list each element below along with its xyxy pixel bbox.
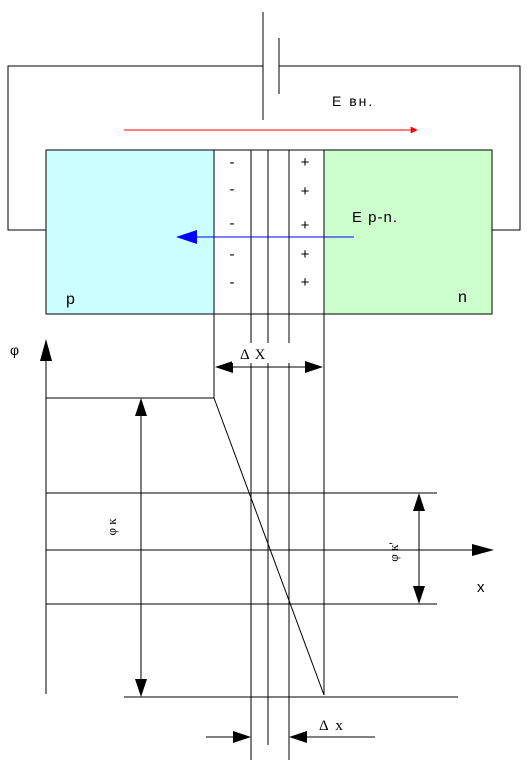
- delta-X-label: Δ X: [240, 347, 266, 363]
- positive-charges: + + + + +: [301, 154, 310, 291]
- negative-charges: - - - - -: [230, 154, 235, 291]
- positive-charge: +: [301, 274, 310, 291]
- circuit-wire-right: [279, 65, 521, 231]
- phi-k-prime-label: φ к': [386, 542, 401, 561]
- negative-charge: -: [230, 274, 235, 291]
- phi-k-arrowhead-top: [135, 398, 147, 416]
- negative-charge: -: [230, 215, 235, 232]
- delta-X-arrowhead-left: [215, 361, 233, 373]
- negative-charge: -: [230, 181, 235, 198]
- phi-k-arrowhead-bottom: [135, 679, 147, 697]
- p-region: [45, 149, 215, 315]
- circuit-wire-left: [7, 65, 263, 231]
- negative-charge: -: [230, 246, 235, 263]
- delta-x-label: Δ x: [319, 718, 343, 734]
- phi-k-prime-arrowhead-top: [413, 493, 425, 511]
- positive-charge: +: [301, 217, 310, 234]
- junction-field-arrowhead: [176, 230, 197, 244]
- delta-x-left-arrowhead: [233, 731, 251, 743]
- p-label: p: [66, 291, 75, 308]
- delta-x-right-arrowhead: [289, 731, 307, 743]
- potential-slope: [213, 397, 325, 696]
- x-axis-arrowhead: [472, 544, 494, 556]
- e-pn-label: E р-n.: [352, 209, 398, 226]
- positive-charge: +: [301, 183, 310, 200]
- x-axis-label: x: [477, 579, 485, 596]
- delta-X-arrowhead-right: [305, 361, 323, 373]
- phi-k-label: φ к: [104, 518, 119, 536]
- e-external-label: Е вн.: [332, 93, 374, 109]
- n-region: [323, 149, 493, 315]
- positive-charge: +: [301, 246, 310, 263]
- negative-charge: -: [230, 154, 235, 171]
- n-label: n: [458, 289, 467, 306]
- depletion-region: [213, 149, 325, 315]
- phi-axis-label: φ: [10, 342, 19, 358]
- phi-k-prime-arrowhead-bottom: [413, 586, 425, 604]
- phi-axis-arrowhead: [40, 339, 52, 361]
- positive-charge: +: [301, 154, 310, 171]
